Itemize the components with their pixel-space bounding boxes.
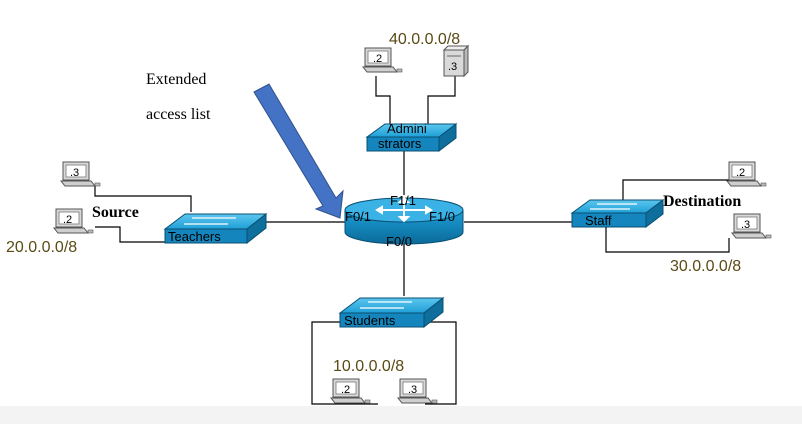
teachers-pc-bottom-address: .2 (63, 214, 72, 226)
teachers-pc-top-icon[interactable] (60, 161, 101, 187)
switch-administrators[interactable] (365, 122, 458, 153)
switch-teachers-label: Teachers (168, 229, 221, 244)
staff-network-label: 30.0.0.0/8 (670, 258, 741, 275)
destination-label: Destination (663, 193, 741, 210)
students-pc-left-address: .2 (341, 384, 350, 396)
router-port-f00: F0/0 (386, 234, 412, 249)
students-network-label: 10.0.0.0/8 (333, 358, 404, 375)
acl-label-line2: access list (146, 106, 211, 123)
router-port-f10: F1/0 (429, 209, 455, 224)
switch-students-label: Students (344, 313, 396, 328)
router[interactable] (344, 196, 464, 245)
footer-band (0, 406, 802, 424)
switch-staff[interactable] (570, 198, 665, 229)
admin-pc-icon[interactable] (362, 47, 403, 73)
admin-network-label: 40.0.0.0/8 (389, 31, 460, 48)
acl-label-line1: Extended (146, 71, 206, 88)
switch-staff-label: Staff (585, 213, 612, 228)
switch-administrators-label-1: Admini (387, 121, 427, 136)
admin-pc-address: .2 (373, 53, 382, 65)
admin-server-address: .3 (448, 61, 457, 73)
acl-arrow (253, 83, 344, 219)
students-pc-right-address: .3 (408, 384, 417, 396)
switch-administrators-label-2: strators (378, 136, 422, 151)
switch-students[interactable] (338, 296, 445, 329)
students-pc-right-icon[interactable] (397, 378, 438, 404)
admin-server-icon[interactable] (442, 44, 470, 78)
router-port-f01: F0/1 (345, 209, 371, 224)
staff-pc-top-address: .2 (736, 167, 745, 179)
teachers-network-label: 20.0.0.0/8 (6, 239, 77, 256)
teachers-pc-top-address: .3 (70, 167, 79, 179)
router-port-f11: F1/1 (390, 193, 416, 208)
staff-pc-bottom-address: .3 (741, 219, 750, 231)
links (94, 76, 730, 405)
staff-pc-bottom-icon[interactable] (731, 213, 772, 239)
students-pc-left-icon[interactable] (330, 378, 371, 404)
switch-teachers[interactable] (163, 212, 268, 245)
source-label: Source (92, 204, 139, 221)
staff-pc-top-icon[interactable] (726, 161, 767, 187)
teachers-pc-bottom-icon[interactable] (53, 208, 94, 234)
